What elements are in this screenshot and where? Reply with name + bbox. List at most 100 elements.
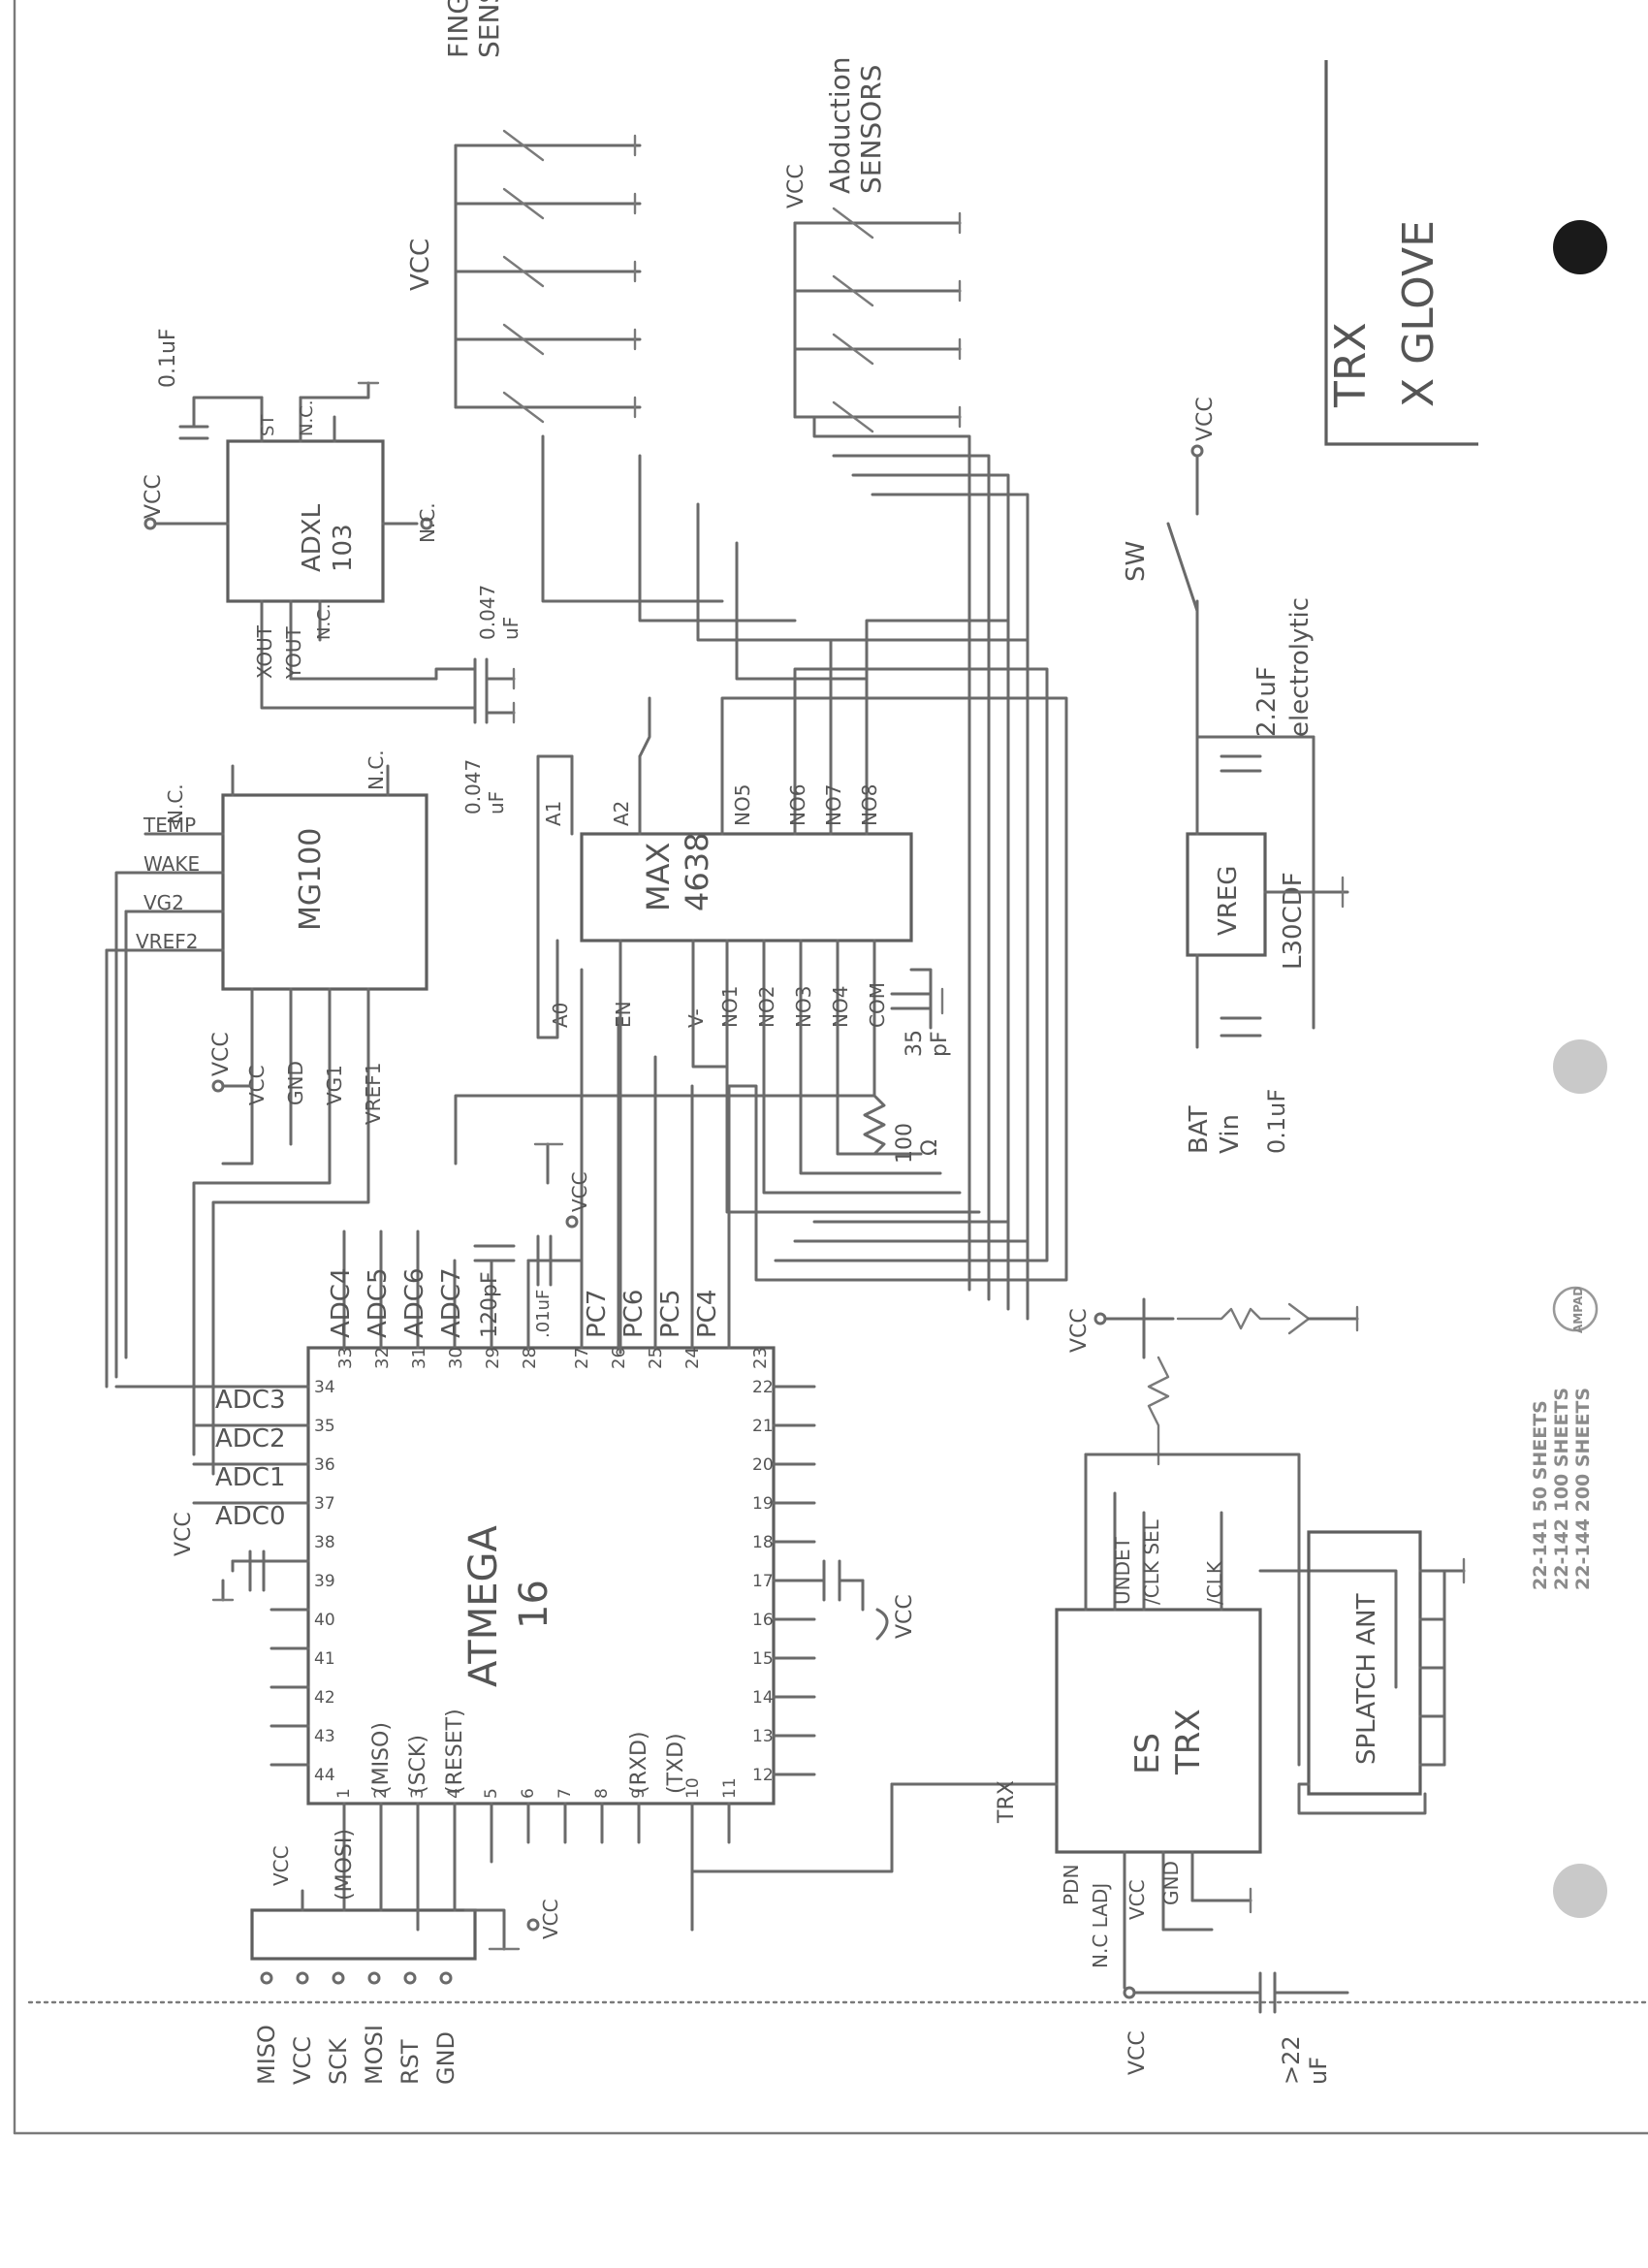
svg-text:RST: RST: [396, 2039, 424, 2085]
svg-text:A1: A1: [542, 801, 565, 826]
cap-0-047uf-b: [473, 696, 516, 724]
isp-wiring: [301, 1879, 540, 1951]
abduction-sensor-network: [793, 207, 962, 433]
svg-text:electrolytic: electrolytic: [1285, 597, 1315, 737]
svg-text:VCC: VCC: [539, 1899, 562, 1939]
svg-text:FINGR: FINGR: [442, 0, 474, 58]
adxl103-pin-st: ST: [258, 414, 278, 436]
svg-text:SCK: SCK: [325, 2037, 352, 2085]
adxl103-label: ADXL 103: [298, 503, 358, 572]
svg-text:28: 28: [520, 1347, 540, 1369]
svg-text:31: 31: [409, 1347, 429, 1369]
svg-text:8: 8: [592, 1788, 612, 1799]
svg-text:SPLATCH ANT: SPLATCH ANT: [1352, 1593, 1381, 1765]
isp-header-pins: [260, 1971, 453, 1985]
svg-text:VCC: VCC: [568, 1171, 591, 1212]
svg-text:ADC2: ADC2: [215, 1424, 286, 1453]
cap-120pf: [473, 1244, 516, 1262]
svg-text:UNDET: UNDET: [1111, 1536, 1134, 1605]
svg-text:TRX: TRX: [995, 1780, 1019, 1824]
svg-text:15: 15: [752, 1649, 774, 1669]
svg-text:11: 11: [720, 1777, 740, 1799]
isp-header: [250, 1908, 477, 1961]
vcc-label-adxl: VCC: [142, 474, 166, 519]
svg-text:1: 1: [334, 1788, 354, 1799]
adxl103-wiring: [143, 381, 477, 710]
max4638-pins-top: [570, 754, 869, 836]
svg-text:GND: GND: [432, 2031, 460, 2085]
svg-text:22-142 100 SHEETS: 22-142 100 SHEETS: [1551, 1388, 1572, 1590]
svg-text:A0: A0: [549, 1003, 572, 1028]
svg-text:13: 13: [752, 1727, 774, 1746]
mg100-label: MG100: [294, 828, 328, 931]
adxl103-chip: [226, 439, 385, 603]
es-trx-wiring: [690, 1453, 1398, 2014]
svg-text:37: 37: [314, 1494, 335, 1514]
vcc-label-led: VCC: [1067, 1308, 1092, 1353]
svg-text:VCC: VCC: [172, 1512, 196, 1556]
adxl103-pin-nc2: N.C.: [314, 604, 334, 640]
isp-header-labels: MISO VCC SCK MOSI RST GND: [253, 2025, 460, 2085]
svg-text:VREF2: VREF2: [136, 930, 198, 953]
svg-text:18: 18: [752, 1533, 774, 1552]
svg-text:4: 4: [445, 1788, 464, 1799]
vcc-label-isp-right: VCC: [539, 1899, 562, 1939]
svg-text:VG1: VG1: [323, 1065, 346, 1105]
atmega-top-pins: [342, 968, 731, 1350]
vcc-label-mg100: VCC: [209, 1032, 234, 1076]
svg-text:(MOSI): (MOSI): [333, 1829, 357, 1901]
svg-text:33: 33: [335, 1347, 356, 1369]
max4638-chip: [580, 832, 913, 942]
nc-label-mg100-left: N.C.: [164, 783, 187, 824]
svg-text:N.C.: N.C.: [297, 400, 317, 436]
svg-text:NO1: NO1: [718, 986, 742, 1028]
atmega-right-pins: [772, 1385, 826, 1776]
svg-text:ADC7: ADC7: [437, 1267, 466, 1338]
svg-text:N.C.: N.C.: [364, 750, 388, 790]
resistor-100ohm-label: 100 Ω: [893, 1123, 942, 1164]
svg-text:X GLOVE: X GLOVE: [1394, 220, 1443, 407]
svg-text:6: 6: [519, 1788, 538, 1799]
svg-text:PC4: PC4: [693, 1290, 722, 1338]
cap-01uf: [526, 1142, 584, 1287]
nc-label-adxl: N.C.: [416, 502, 439, 543]
svg-text:4638: 4638: [679, 833, 715, 911]
svg-text:9: 9: [629, 1788, 649, 1799]
svg-text:>22: >22: [1278, 2035, 1305, 2085]
atmega-top-pin-labels: ADC4 ADC5 ADC6 ADC7 120pF .01uF PC7 PC6 …: [327, 1267, 722, 1338]
svg-text:44: 44: [314, 1766, 335, 1785]
svg-text:EN: EN: [612, 1001, 635, 1028]
svg-text:VCC: VCC: [269, 1845, 293, 1886]
svg-text:39: 39: [314, 1572, 335, 1591]
svg-text:(TXD): (TXD): [664, 1733, 688, 1794]
svg-text:VREG: VREG: [1214, 866, 1243, 936]
svg-text:Ω: Ω: [918, 1139, 942, 1156]
svg-text:N.C.: N.C.: [314, 604, 334, 640]
svg-text:120pF: 120pF: [478, 1271, 502, 1338]
svg-text:ADC0: ADC0: [215, 1502, 286, 1531]
svg-text:20: 20: [752, 1455, 774, 1475]
svg-text:26: 26: [609, 1347, 629, 1369]
svg-text:ADXL: ADXL: [298, 503, 327, 572]
svg-text:16: 16: [512, 1580, 556, 1629]
svg-text:PC7: PC7: [583, 1290, 612, 1338]
svg-text:42: 42: [314, 1688, 335, 1708]
svg-text:0.1uF: 0.1uF: [156, 328, 180, 388]
svg-text:NO7: NO7: [822, 784, 845, 826]
svg-text:43: 43: [314, 1727, 335, 1746]
svg-text:(MISO): (MISO): [369, 1722, 394, 1794]
svg-text:24: 24: [682, 1347, 703, 1369]
mg100-pin-labels: TEMP WAKE VG2 VREF2 VCC GND VG1 VREF1: [136, 814, 385, 1125]
max4638-label: MAX 4638: [640, 833, 715, 911]
es-trx-label: ES TRX: [1128, 1709, 1208, 1775]
svg-text:21: 21: [752, 1417, 774, 1436]
adxl103-pins: [173, 396, 419, 681]
svg-text:VREF1: VREF1: [362, 1063, 385, 1125]
svg-text:38: 38: [314, 1533, 335, 1552]
cap-0-1uf-vreg-label: 0.1uF: [1263, 1089, 1290, 1154]
svg-text:AMPAD: AMPAD: [1571, 1287, 1585, 1333]
atmega-decoupling-cap-right: [822, 1559, 889, 1641]
svg-text:NO5: NO5: [731, 784, 754, 826]
